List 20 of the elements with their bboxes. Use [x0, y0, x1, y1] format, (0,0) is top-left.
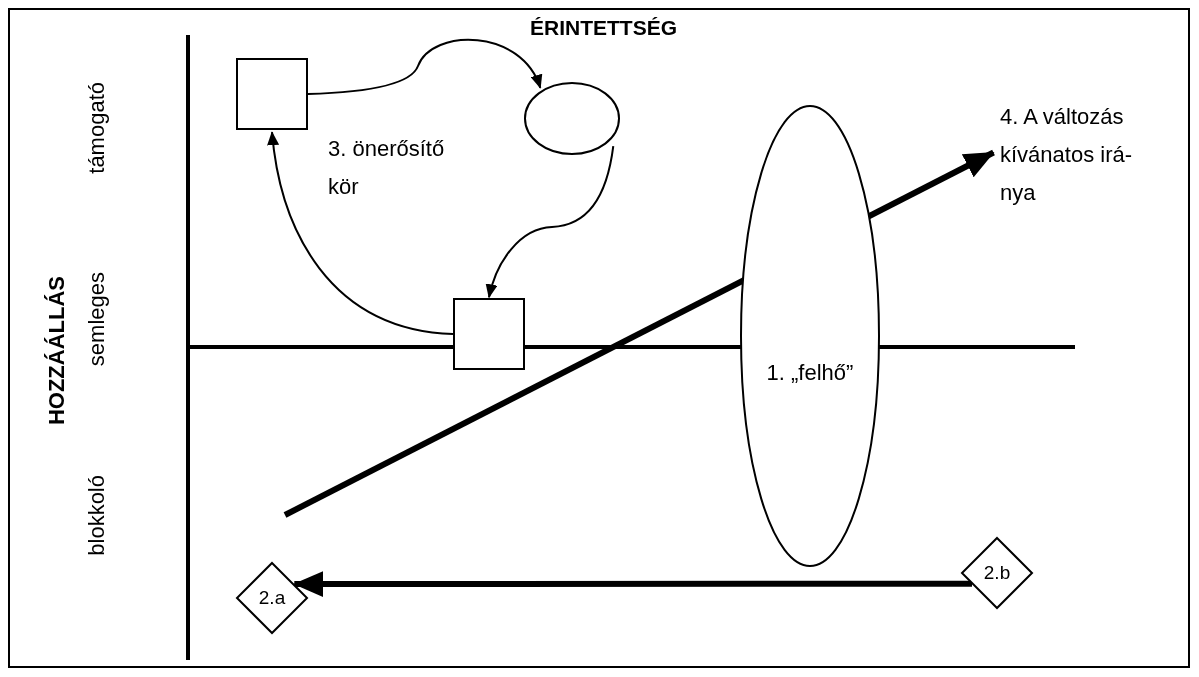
axis-category-label: semleges: [84, 272, 110, 367]
curved-arrow: [267, 131, 454, 335]
curved-arrow: [307, 38, 542, 95]
diamond-label: 2.b: [982, 562, 1012, 584]
curved-arrow: [486, 145, 615, 299]
square-box: [236, 58, 308, 130]
diamond-label: 2.a: [257, 587, 287, 609]
ellipse-label: 1. „felhő”: [765, 359, 855, 386]
axis-title: ÉRINTETTSÉG: [530, 16, 677, 40]
square-box: [453, 298, 525, 370]
thick-arrow: [293, 571, 972, 597]
axis-category-label: blokkoló: [84, 475, 110, 556]
tall-ellipse: [740, 105, 880, 567]
axis-title: HOZZÁÁLLÁS: [44, 276, 70, 426]
axis-category-label: támogató: [84, 82, 110, 174]
annotation-text: 4. A változás kívánatos irá- nya: [1000, 98, 1162, 214]
diamond: [236, 562, 308, 634]
small-ellipse: [524, 82, 620, 155]
loop-label: 3. önerősítő kör: [328, 135, 446, 201]
diamond: [961, 537, 1033, 609]
